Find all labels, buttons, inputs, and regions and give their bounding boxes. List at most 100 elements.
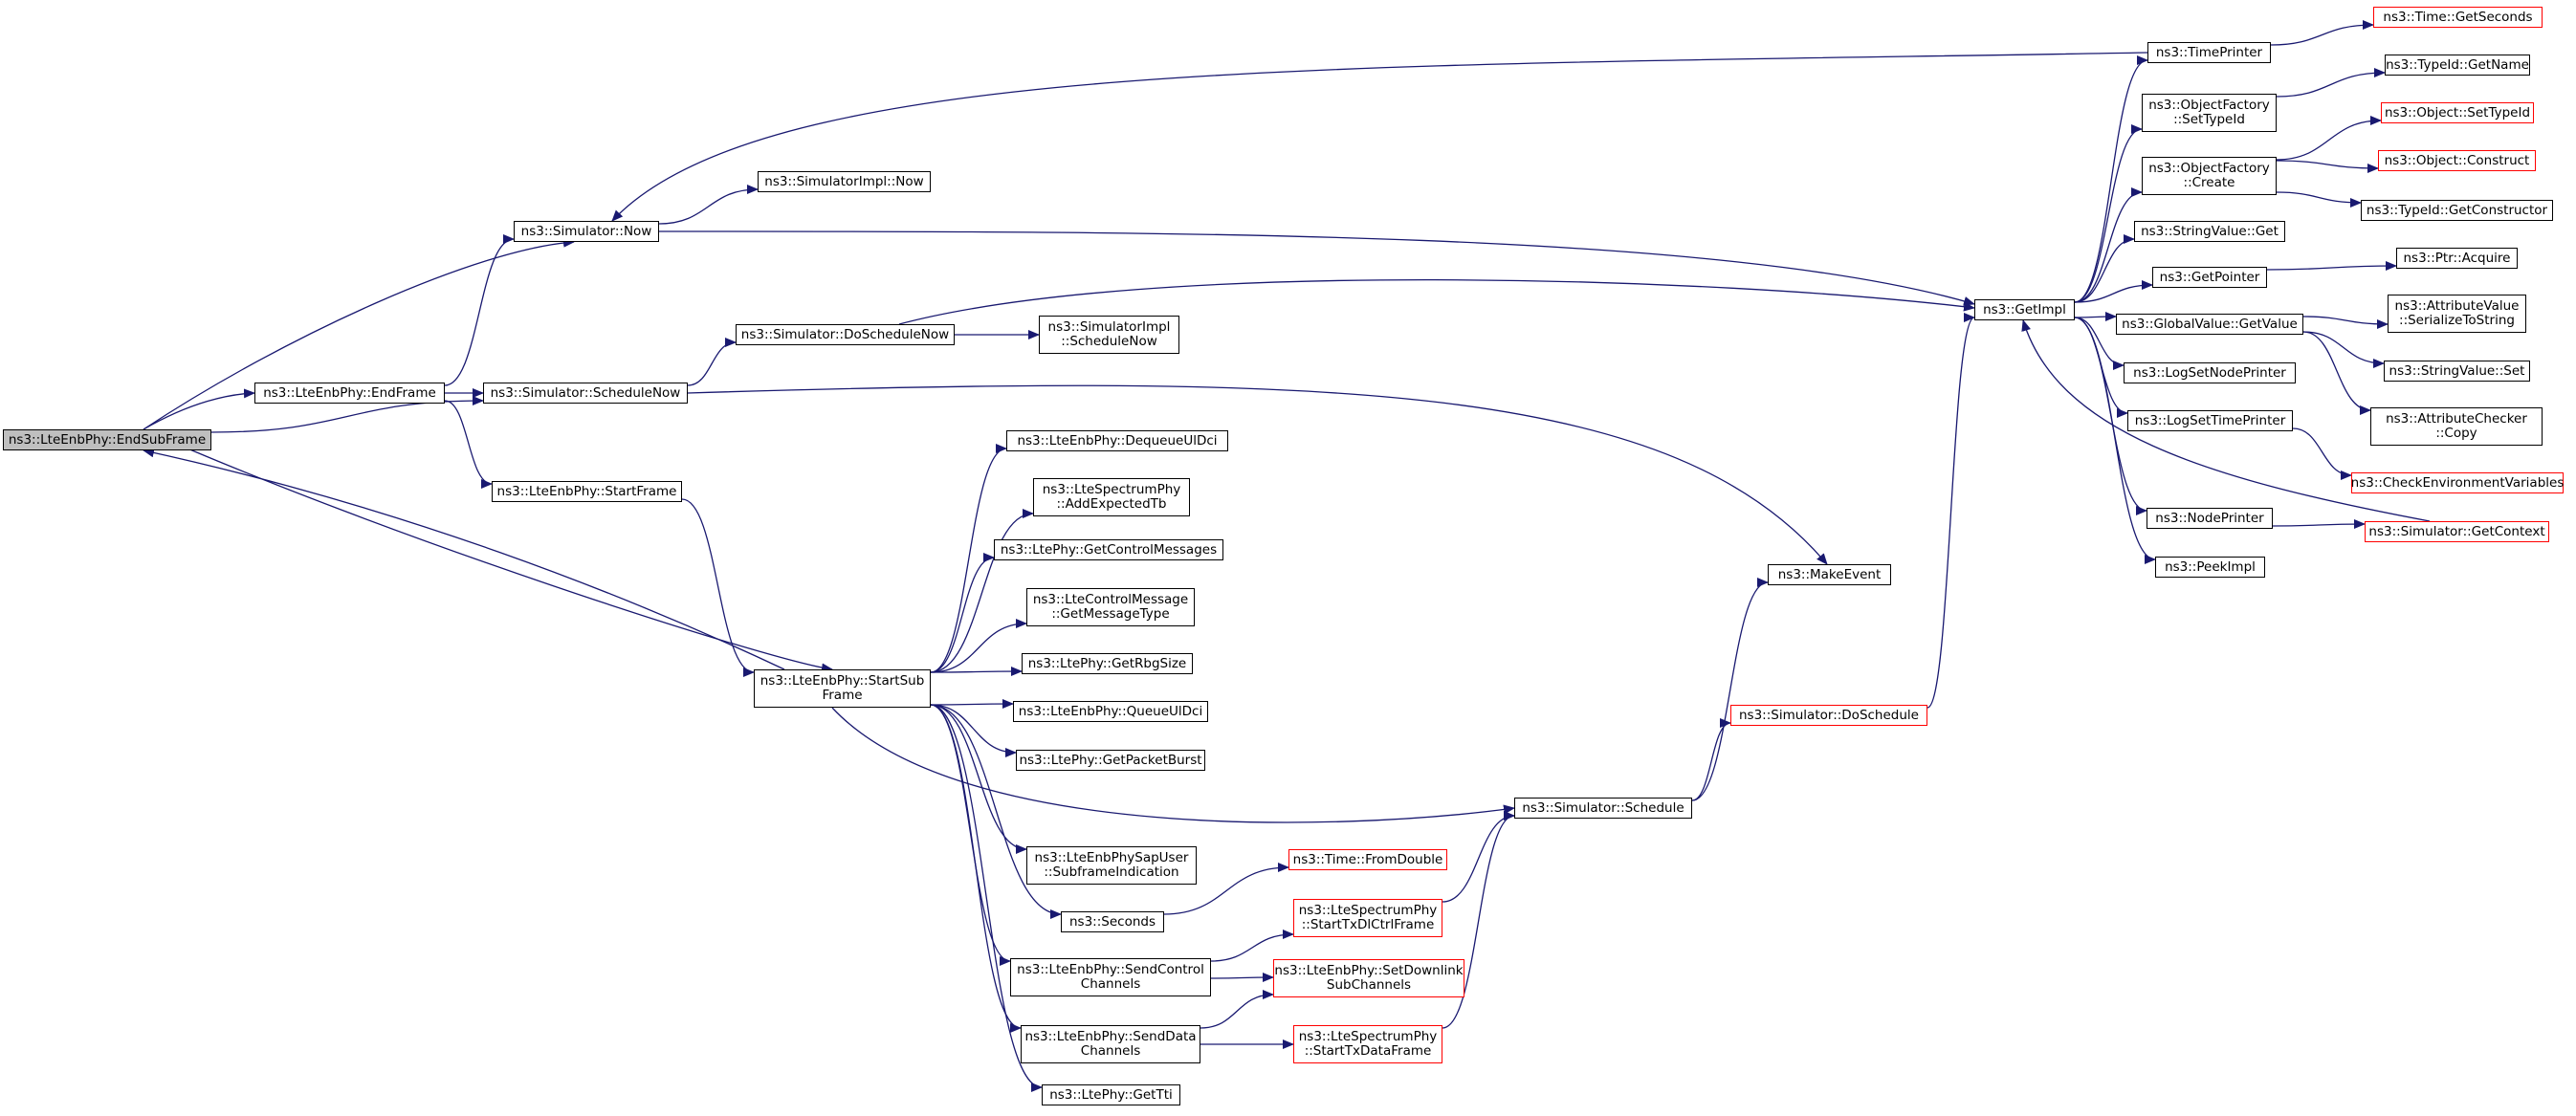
node-getrbg[interactable]: ns3::LtePhy::GetRbgSize	[1022, 653, 1193, 674]
edge-startsub-to-endsub	[143, 448, 785, 670]
node-dosched[interactable]: ns3::Simulator::DoSchedule	[1730, 705, 1927, 726]
node-peekimpl[interactable]: ns3::PeekImpl	[2155, 557, 2265, 578]
node-label-line: ns3::LteEnbPhy::SendControl	[1017, 962, 1204, 977]
node-label-line: ::GetMessageType	[1051, 606, 1170, 622]
node-label-line: ns3::MakeEvent	[1777, 566, 1882, 582]
node-ofcreate[interactable]: ns3::ObjectFactory::Create	[2142, 157, 2277, 195]
edge-getcontext-to-getimpl	[2021, 319, 2431, 522]
node-implschednow[interactable]: ns3::SimulatorImpl::ScheduleNow	[1039, 316, 1179, 354]
node-checkenv[interactable]: ns3::CheckEnvironmentVariables	[2351, 472, 2564, 493]
edge-ofsettype-to-getname	[2276, 68, 2386, 98]
edge-endsub-to-schednow	[210, 396, 484, 433]
node-seconds[interactable]: ns3::Seconds	[1061, 911, 1164, 932]
node-label-line: ::ScheduleNow	[1061, 334, 1157, 349]
edge-getimpl-to-ofsettype	[2074, 124, 2143, 303]
edge-startsub-to-addexp	[930, 509, 1034, 673]
edge-getimpl-to-ofcreate	[2074, 187, 2143, 303]
edge-startsub-to-queueul	[930, 699, 1014, 710]
node-getseconds[interactable]: ns3::Time::GetSeconds	[2373, 7, 2543, 28]
node-subframeind[interactable]: ns3::LteEnbPhySapUser::SubframeIndicatio…	[1026, 846, 1197, 885]
node-dequeue[interactable]: ns3::LteEnbPhy::DequeueUlDci	[1006, 430, 1228, 451]
node-schedule[interactable]: ns3::Simulator::Schedule	[1514, 798, 1692, 819]
edge-getimpl-to-strget	[2074, 234, 2135, 303]
node-ptracquire[interactable]: ns3::Ptr::Acquire	[2396, 248, 2518, 269]
node-objsettype[interactable]: ns3::Object::SetTypeId	[2381, 102, 2534, 123]
node-avser[interactable]: ns3::AttributeValue::SerializeToString	[2388, 295, 2526, 333]
node-doschednow[interactable]: ns3::Simulator::DoScheduleNow	[736, 324, 955, 345]
edge-startsub-to-getmsgtype	[930, 619, 1027, 673]
node-strset[interactable]: ns3::StringValue::Set	[2384, 361, 2530, 382]
node-label-line: ::Copy	[2435, 426, 2477, 441]
node-label-line: ns3::LteEnbPhy::SendData	[1024, 1029, 1197, 1044]
node-label-line: ::AddExpectedTb	[1056, 496, 1167, 512]
node-getptr[interactable]: ns3::GetPointer	[2152, 267, 2267, 288]
edge-getimpl-to-getptr	[2074, 280, 2153, 303]
edge-doschednow-to-getimpl	[898, 278, 1975, 325]
node-label-line: ns3::AttributeValue	[2394, 298, 2520, 314]
node-timeprinter[interactable]: ns3::TimePrinter	[2147, 42, 2271, 63]
edge-schedule-to-makeevent	[1691, 578, 1769, 801]
node-addexp[interactable]: ns3::LteSpectrumPhy::AddExpectedTb	[1033, 478, 1190, 516]
node-starttxdata[interactable]: ns3::LteSpectrumPhy::StartTxDataFrame	[1293, 1025, 1442, 1063]
node-nodeprinter[interactable]: ns3::NodePrinter	[2147, 508, 2273, 529]
node-logtime[interactable]: ns3::LogSetTimePrinter	[2127, 410, 2293, 431]
node-getmsgtype[interactable]: ns3::LteControlMessage::GetMessageType	[1026, 588, 1195, 626]
node-queueul[interactable]: ns3::LteEnbPhy::QueueUlDci	[1013, 701, 1208, 722]
edge-getimpl-to-peekimpl	[2074, 317, 2156, 564]
edge-startsub-to-dequeue	[930, 444, 1007, 673]
edge-startsub-to-getctrl	[930, 553, 995, 673]
edge-endsub-to-simnow	[143, 237, 575, 430]
node-starttxdl[interactable]: ns3::LteSpectrumPhy::StartTxDlCtrlFrame	[1293, 899, 1442, 937]
edge-startsub-to-getpkt	[930, 704, 1017, 757]
node-getpkt[interactable]: ns3::LtePhy::GetPacketBurst	[1016, 750, 1205, 771]
node-getname[interactable]: ns3::TypeId::GetName	[2385, 55, 2530, 76]
edge-logtime-to-checkenv	[2292, 427, 2352, 480]
node-label-line: ns3::LogSetTimePrinter	[2134, 412, 2286, 428]
node-getimpl[interactable]: ns3::GetImpl	[1974, 299, 2075, 320]
edge-simnow-to-getimpl	[658, 230, 1975, 306]
node-getcontext[interactable]: ns3::Simulator::GetContext	[2365, 521, 2549, 542]
edge-startsub-to-senddata	[930, 704, 1022, 1033]
node-fromdouble[interactable]: ns3::Time::FromDouble	[1288, 849, 1447, 870]
node-label-line: ns3::CheckEnvironmentVariables	[2350, 474, 2565, 491]
node-label-line: ns3::LteEnbPhy::QueueUlDci	[1018, 703, 1203, 719]
edge-startsub-to-schedule	[831, 707, 1515, 823]
node-label-line: ns3::Ptr::Acquire	[2403, 250, 2511, 266]
edge-ofcreate-to-objsettype	[2276, 116, 2382, 161]
edge-gvget-to-strset	[2302, 331, 2385, 368]
edge-endframe-to-startframe	[444, 400, 493, 489]
edge-endsub-to-startsub	[143, 428, 833, 673]
node-gvget[interactable]: ns3::GlobalValue::GetValue	[2116, 314, 2303, 335]
node-label-line: ns3::GlobalValue::GetValue	[2122, 316, 2298, 332]
node-getttl[interactable]: ns3::LtePhy::GetTti	[1042, 1084, 1180, 1105]
node-accopy[interactable]: ns3::AttributeChecker::Copy	[2370, 407, 2543, 446]
node-getctor[interactable]: ns3::TypeId::GetConstructor	[2361, 200, 2553, 221]
node-label-line: ns3::Seconds	[1069, 913, 1156, 930]
node-objconstruct[interactable]: ns3::Object::Construct	[2378, 150, 2536, 171]
node-lognode[interactable]: ns3::LogSetNodePrinter	[2124, 362, 2296, 383]
edge-startsub-to-subframeind	[930, 704, 1027, 854]
node-endframe[interactable]: ns3::LteEnbPhy::EndFrame	[254, 383, 445, 404]
node-ofsettype[interactable]: ns3::ObjectFactory::SetTypeId	[2142, 94, 2277, 132]
node-schednow[interactable]: ns3::Simulator::ScheduleNow	[483, 383, 688, 404]
node-label-line: ns3::AttributeChecker	[2386, 411, 2527, 427]
node-endsub: ns3::LteEnbPhy::EndSubFrame	[3, 429, 211, 450]
edge-gvget-to-accopy	[2302, 331, 2371, 415]
node-getctrl[interactable]: ns3::LtePhy::GetControlMessages	[994, 539, 1223, 560]
node-strget[interactable]: ns3::StringValue::Get	[2134, 221, 2285, 242]
node-startframe[interactable]: ns3::LteEnbPhy::StartFrame	[492, 481, 682, 502]
node-makeevent[interactable]: ns3::MakeEvent	[1768, 564, 1891, 585]
edge-seconds-to-fromdouble	[1163, 863, 1289, 915]
node-label-line: ns3::TypeId::GetConstructor	[2366, 202, 2548, 218]
node-implnow[interactable]: ns3::SimulatorImpl::Now	[758, 171, 931, 192]
node-label-line: ns3::Time::GetSeconds	[2383, 9, 2533, 25]
edge-sendctrl-to-setdownlink	[1210, 973, 1274, 983]
edge-nodeprinter-to-getcontext	[2272, 519, 2366, 530]
node-label-line: ns3::LtePhy::GetRbgSize	[1027, 655, 1187, 671]
node-simnow[interactable]: ns3::Simulator::Now	[514, 221, 659, 242]
